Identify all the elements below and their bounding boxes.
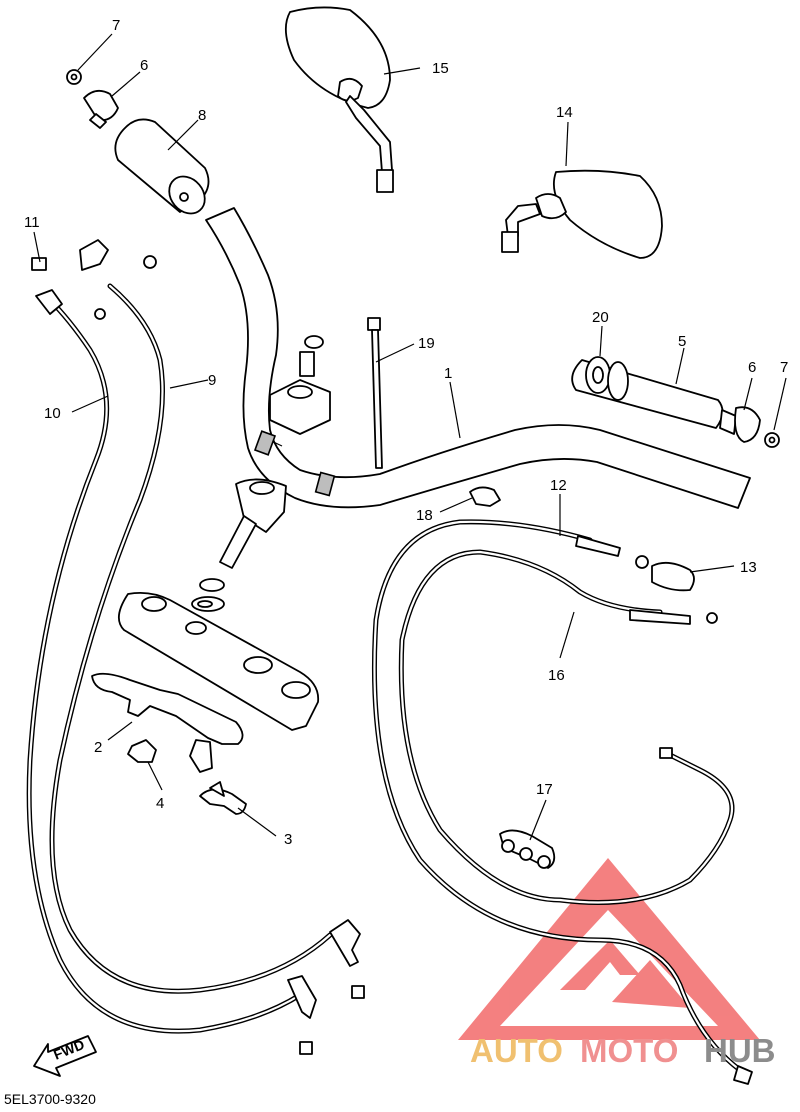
leader-lines xyxy=(33,33,787,841)
callout-3: 3 xyxy=(284,831,292,848)
holder-bolt[interactable] xyxy=(299,335,324,377)
callout-7: 7 xyxy=(112,17,120,34)
callout-10: 10 xyxy=(44,405,61,422)
watermark-logo xyxy=(458,858,760,1040)
mirror-left[interactable] xyxy=(284,6,394,193)
callout-11: 11 xyxy=(24,214,40,231)
callout-7-right: 7 xyxy=(780,359,788,376)
throttle-cable-fittings[interactable] xyxy=(31,239,157,320)
mirror-right[interactable] xyxy=(501,169,663,259)
clutch-cable[interactable] xyxy=(49,283,365,999)
cable-guide[interactable] xyxy=(91,672,244,773)
grip-end-hole xyxy=(592,366,604,384)
callout-14: 14 xyxy=(556,104,573,121)
left-grip-end-hole xyxy=(179,192,189,202)
right-bar-end[interactable] xyxy=(719,406,761,443)
handlebar[interactable] xyxy=(205,207,751,509)
left-grip[interactable] xyxy=(114,118,212,220)
callout-13: 13 xyxy=(740,559,757,576)
watermark-text-moto: MOTO xyxy=(580,1032,678,1069)
cable-guide-18[interactable] xyxy=(469,486,501,507)
handlebar-knurl-left xyxy=(253,430,277,456)
callout-20: 20 xyxy=(592,309,609,326)
throttle-cable-right[interactable] xyxy=(398,549,735,905)
lower-holder[interactable] xyxy=(219,478,287,569)
callout-4: 4 xyxy=(156,795,164,812)
left-end-nut[interactable] xyxy=(66,69,82,85)
throttle-cable-left[interactable] xyxy=(26,295,317,1055)
diagram-code: 5EL3700-9320 xyxy=(4,1091,96,1107)
grip-collar xyxy=(607,361,629,401)
callout-9: 9 xyxy=(208,372,216,389)
callout-19: 19 xyxy=(418,335,435,352)
mirror-left-thread xyxy=(376,169,394,193)
callout-1: 1 xyxy=(444,365,452,382)
callout-6-right: 6 xyxy=(748,359,756,376)
callout-17: 17 xyxy=(536,781,553,798)
grommet-13[interactable] xyxy=(651,561,695,592)
cable-tie[interactable] xyxy=(367,317,383,469)
callout-8: 8 xyxy=(198,107,206,124)
right-grip[interactable] xyxy=(571,356,724,429)
cable-holder-17[interactable] xyxy=(499,829,556,869)
upper-bracket[interactable] xyxy=(118,591,320,731)
handlebar-knurl-right xyxy=(314,471,336,497)
watermark-triangle xyxy=(458,858,760,1040)
callout-15: 15 xyxy=(432,60,449,77)
upper-holder[interactable] xyxy=(269,379,331,435)
fwd-arrow: FWD xyxy=(33,1035,97,1077)
watermark-text-hub: HUB xyxy=(704,1032,776,1069)
callout-12: 12 xyxy=(550,477,567,494)
left-bar-end[interactable] xyxy=(83,89,119,129)
callout-2: 2 xyxy=(94,739,102,756)
callouts: 7 6 8 15 14 11 19 1 9 10 20 5 6 7 12 13 … xyxy=(24,17,788,848)
flange-nut[interactable] xyxy=(127,739,157,763)
watermark-text-auto: AUTO xyxy=(470,1032,563,1069)
callout-5: 5 xyxy=(678,333,686,350)
callout-18: 18 xyxy=(416,507,433,524)
watermark-inner-mark xyxy=(560,940,690,1008)
mirror-right-thread xyxy=(501,231,519,253)
right-end-nut[interactable] xyxy=(764,432,780,448)
damper-washers[interactable] xyxy=(191,578,225,612)
callout-6: 6 xyxy=(140,57,148,74)
callout-16: 16 xyxy=(548,667,565,684)
cable-clamp[interactable] xyxy=(199,781,247,815)
choke-cable[interactable] xyxy=(372,519,753,1085)
watermark-text: AUTO MOTO HUB xyxy=(470,1032,776,1069)
